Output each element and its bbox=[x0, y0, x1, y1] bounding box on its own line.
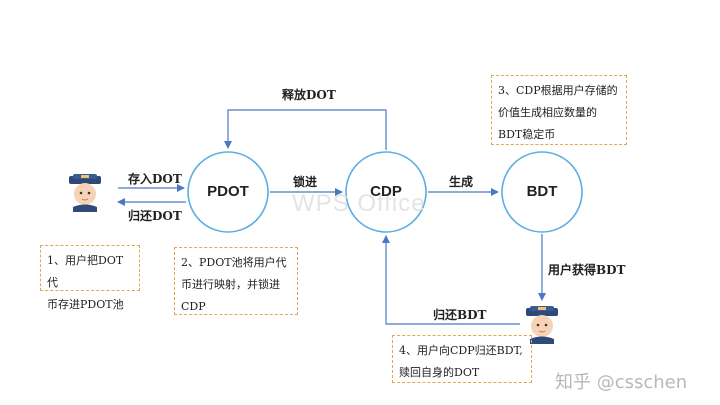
deposit-dot-label: 存入DOT bbox=[128, 172, 182, 186]
note-step-1-line-2: 币存进PDOT池 bbox=[47, 298, 124, 311]
return-bdt-arrow bbox=[382, 235, 520, 325]
note-step-2-line-3: CDP bbox=[181, 300, 206, 313]
release-dot-label: 释放DOT bbox=[282, 88, 336, 102]
note-step-4-line-2: 赎回自身的DOT bbox=[399, 366, 480, 379]
wps-watermark: WPS Office bbox=[292, 190, 426, 217]
note-step-3-line-2: 价值生成相应数量的 bbox=[498, 106, 597, 119]
zhihu-source-mark: 知乎 @csschen bbox=[555, 372, 688, 393]
note-step-2-line-1: 2、PDOT池将用户代 bbox=[181, 256, 287, 269]
note-step-4: 4、用户向CDP归还BDT, 赎回自身的DOT bbox=[392, 335, 532, 383]
bdt-node-label: BDT bbox=[526, 183, 558, 200]
release-dot-arrow bbox=[224, 109, 387, 150]
pdot-node-label: PDOT bbox=[207, 183, 249, 200]
user-avatar-left bbox=[69, 174, 101, 212]
note-step-2: 2、PDOT池将用户代 币进行映射，并锁进 CDP bbox=[174, 247, 298, 315]
note-step-2-line-2: 币进行映射，并锁进 bbox=[181, 278, 280, 291]
cdp-node-circle bbox=[345, 151, 427, 233]
note-step-1: 1、用户把DOT代 币存进PDOT池 bbox=[40, 245, 140, 311]
user-avatar-right bbox=[526, 306, 558, 344]
lock-label: 锁进 bbox=[293, 175, 318, 189]
pdot-node-circle bbox=[187, 151, 269, 233]
note-step-3-line-3: BDT稳定币 bbox=[498, 128, 556, 141]
bdt-node-circle bbox=[501, 151, 583, 233]
return-dot-label: 归还DOT bbox=[128, 209, 182, 223]
note-step-4-line-1: 4、用户向CDP归还BDT, bbox=[399, 344, 523, 357]
note-step-1-line-1: 1、用户把DOT代 bbox=[47, 254, 124, 289]
note-step-3: 3、CDP根据用户存储的 价值生成相应数量的 BDT稳定币 bbox=[491, 75, 627, 145]
user-get-bdt-label: 用户获得BDT bbox=[548, 263, 626, 277]
cdp-node-label: CDP bbox=[370, 183, 402, 200]
generate-label: 生成 bbox=[449, 175, 474, 189]
return-bdt-label: 归还BDT bbox=[433, 308, 487, 322]
note-step-3-line-1: 3、CDP根据用户存储的 bbox=[498, 84, 618, 97]
